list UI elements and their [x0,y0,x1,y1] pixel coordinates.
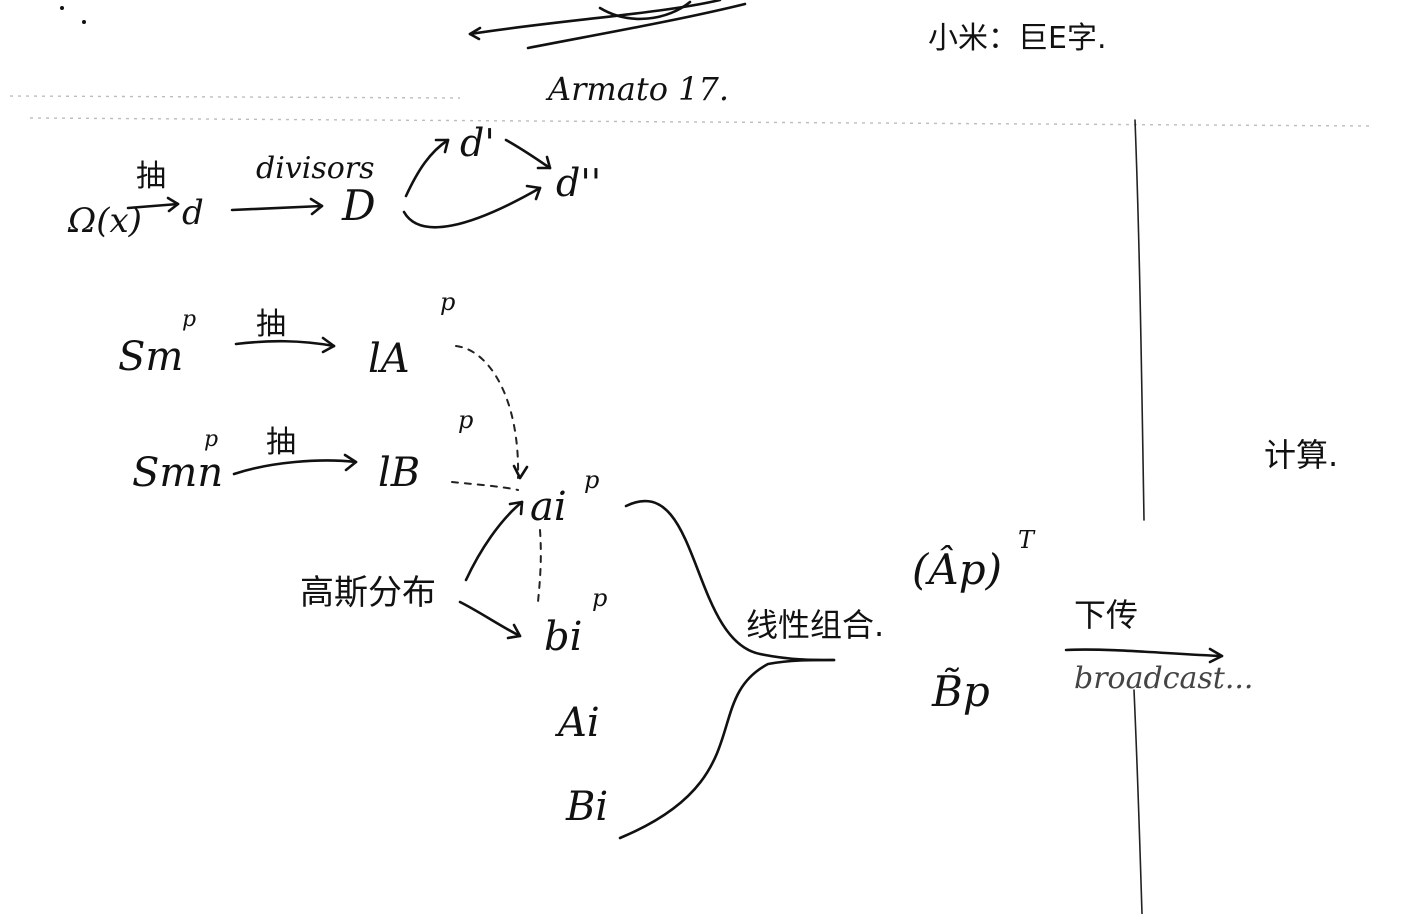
arrow-smn-lb-head [343,453,358,472]
arrow-omega-d-head [166,196,180,213]
jisuan-label: 计算. [1264,436,1338,474]
linear-combo-label: 线性组合. [746,606,884,644]
arrow-sm-la [234,339,336,348]
arrow-gauss-bi [458,600,522,638]
divider-line-upper [1134,119,1145,521]
big-bi-label: Bi [565,784,608,830]
divisors-label: divisors [256,151,375,186]
arrow-dprime-ddprime [504,138,552,170]
ink-dot [60,6,64,10]
top-stroke-2 [526,2,747,50]
a-hat-label: (Âp) [912,544,1002,594]
dash-la-ai [455,345,520,479]
gaussian-label: 高斯分布 [300,573,436,613]
top-loop [598,0,692,21]
faint-guide-line [29,117,1371,127]
ai-sup: p [584,466,599,494]
top-chinese-note: 小米：巨E字. [928,21,1107,56]
la-label: lA [368,336,410,382]
la-sup: p [440,288,455,316]
arrow-gauss-ai [464,500,524,582]
brace-lower [618,658,836,840]
arrow-d-D [230,204,324,212]
D-label: D [341,181,376,230]
a-hat-sup: T [1018,526,1036,554]
dash-lb-ai [451,481,519,491]
chou-label-3: 抽 [266,425,296,460]
arrow-sm-la-head [321,336,336,354]
xiachuan-label: 下传 [1074,596,1138,634]
smn-label: Smn [132,450,223,496]
d-prime-label: d' [460,121,495,165]
top-arrowhead [468,26,482,41]
arrow-dprime-ddprime-head [536,155,552,170]
arrow-D-dprime-head [434,138,450,154]
chou-label-2: 抽 [256,307,286,342]
smn-sup: p [204,427,218,452]
big-ai-label: Ai [554,700,600,746]
arrow-broadcast-head [1208,647,1224,664]
amato-ref: Armato 17. [545,70,729,108]
divider-line-lower [1133,689,1143,914]
d-label: d [182,193,204,233]
dash-la-ai-head [512,464,529,480]
top-stroke [468,0,722,36]
arrow-omega-d [126,202,180,210]
arrow-D-ddprime-head [525,184,542,201]
ai-label: ai [530,484,567,530]
sm-sup: p [182,307,196,332]
arrow-D-dprime [404,138,450,198]
arrow-gauss-ai-head [508,500,524,516]
faint-guide-line-top [9,95,461,99]
arrow-gauss-bi-head [506,623,522,640]
sm-label: Sm [118,334,183,380]
arrow-d-D-head [309,197,324,216]
lb-label: lB [378,450,420,496]
lb-sup: p [458,406,473,434]
ink-dot [82,20,86,24]
arrow-smn-lb [232,459,358,476]
d-dprime-label: d'' [556,161,601,205]
chou-label-1: 抽 [136,159,166,194]
dash-ai-bi [537,529,542,603]
bi-sup: p [592,584,607,612]
arrow-D-ddprime [402,186,542,229]
broadcast-label: broadcast... [1074,661,1253,696]
arrow-broadcast [1064,648,1224,658]
b-tilde-label: B̃p [931,666,990,716]
bi-label: bi [544,614,582,660]
